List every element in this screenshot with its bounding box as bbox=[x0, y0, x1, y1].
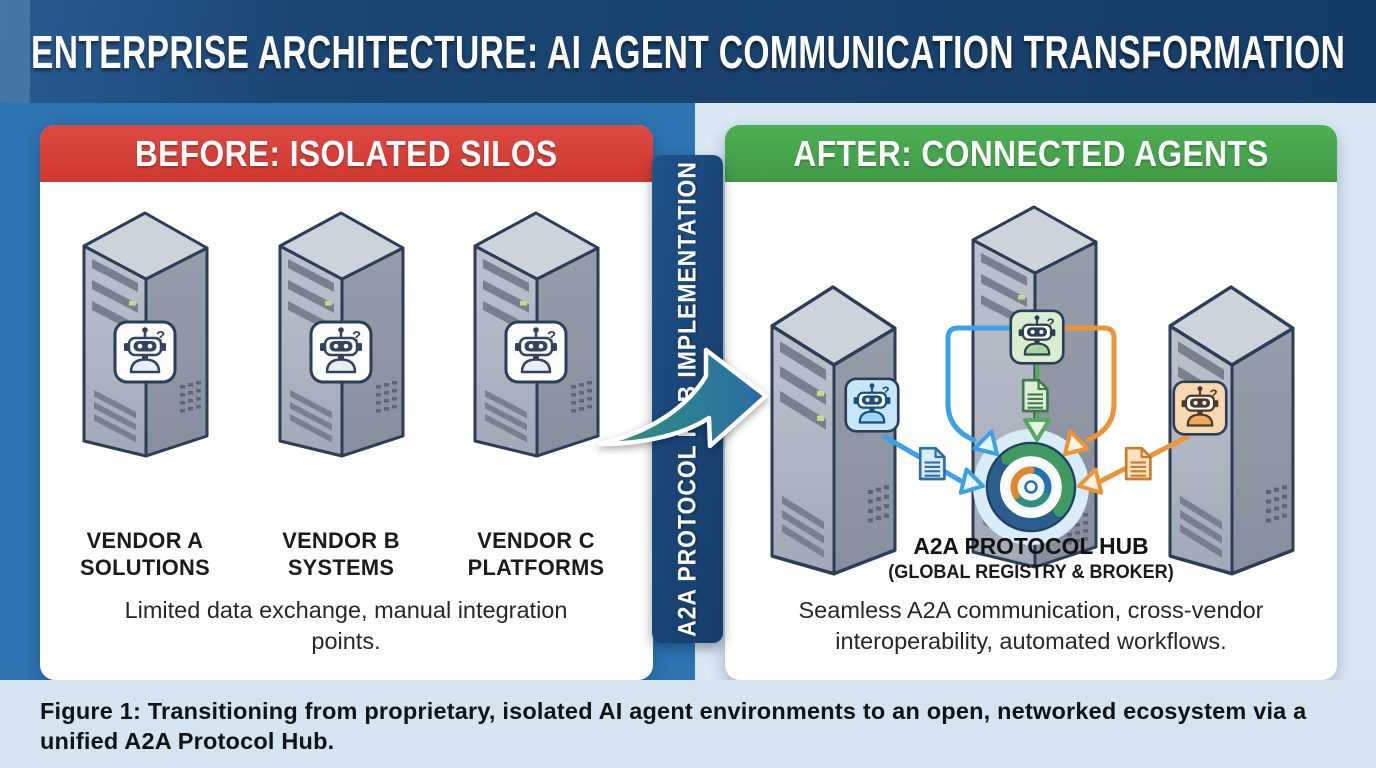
robot-agent-icon bbox=[309, 320, 373, 384]
vendor-b-label: VENDOR B SYSTEMS bbox=[282, 528, 400, 580]
green-arrowhead-icon bbox=[1023, 418, 1051, 442]
after-panel-header: AFTER: CONNECTED AGENTS bbox=[725, 125, 1337, 182]
document-icon bbox=[918, 446, 946, 481]
after-header-label: AFTER: CONNECTED AGENTS bbox=[793, 132, 1269, 174]
before-panel: BEFORE: ISOLATED SILOS VENDOR A SOLUTION… bbox=[40, 125, 653, 680]
title-banner: ENTERPRISE ARCHITECTURE: AI AGENT COMMUN… bbox=[0, 0, 1376, 103]
after-description: Seamless A2A communication, cross-vendor… bbox=[798, 597, 1264, 654]
page-title: ENTERPRISE ARCHITECTURE: AI AGENT COMMUN… bbox=[30, 25, 1346, 78]
blue-arrowhead-icon bbox=[958, 467, 985, 495]
before-header-label: BEFORE: ISOLATED SILOS bbox=[135, 132, 558, 174]
orange-link-curve bbox=[1050, 325, 1117, 443]
robot-agent-icon bbox=[504, 320, 568, 384]
caption-area: Figure 1: Transitioning from proprietary… bbox=[0, 680, 1376, 768]
document-icon bbox=[1124, 446, 1152, 481]
before-panel-header: BEFORE: ISOLATED SILOS bbox=[40, 125, 653, 182]
vendor-a-label: VENDOR A SOLUTIONS bbox=[80, 528, 210, 580]
vendor-c-label: VENDOR C PLATFORMS bbox=[467, 528, 605, 580]
robot-agent-icon bbox=[1009, 309, 1065, 365]
blue-arrowhead-icon bbox=[972, 429, 999, 456]
robot-agent-icon bbox=[1172, 380, 1228, 436]
transformation-arrow-icon bbox=[597, 347, 769, 449]
before-description: Limited data exchange, manual integratio… bbox=[124, 597, 568, 654]
banner-accent bbox=[0, 0, 30, 103]
robot-agent-icon bbox=[844, 377, 900, 433]
hub-subtitle: (GLOBAL REGISTRY & BROKER) bbox=[888, 562, 1174, 583]
figure-caption: Figure 1: Transitioning from proprietary… bbox=[40, 698, 1307, 754]
orange-arrowhead-icon bbox=[1077, 467, 1104, 495]
after-scene bbox=[770, 205, 1295, 576]
after-panel: AFTER: CONNECTED AGENTS bbox=[725, 125, 1337, 680]
hub-swirl-icon bbox=[985, 441, 1077, 533]
orange-arrowhead-icon bbox=[1063, 429, 1090, 456]
hub-title: A2A PROTOCOL HUB bbox=[913, 533, 1149, 559]
document-icon bbox=[1021, 378, 1049, 413]
robot-agent-icon bbox=[113, 320, 177, 384]
blue-link-curve bbox=[945, 325, 1012, 443]
